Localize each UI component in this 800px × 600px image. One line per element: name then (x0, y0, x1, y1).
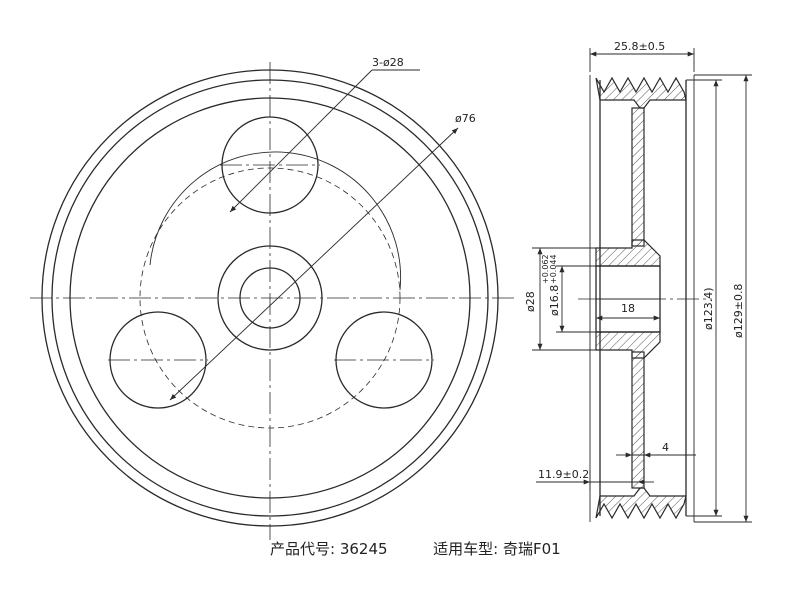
width-dimension-label: 25.8±0.5 (614, 40, 665, 53)
bore-tolerance-lower: +0.044 (549, 254, 558, 284)
holes-leader (229, 69, 373, 213)
bolt-circle-dimension-label: ø76 (455, 112, 476, 125)
hub-lower-section (595, 331, 661, 359)
bore-dimension-label: ø16.8 (548, 285, 561, 316)
offset-dimension-label: 11.9±0.2 (538, 468, 589, 481)
top-groove-section (595, 76, 687, 109)
caption: 产品代号: 36245 适用车型: 奇瑞F01 (270, 538, 561, 559)
vehicle-value: 奇瑞F01 (502, 540, 561, 558)
bolt-circle-dimension-line (169, 127, 459, 401)
hub-dimension-label: ø28 (524, 291, 537, 312)
web-thickness-label: 4 (662, 441, 669, 454)
section-view: 25.8±0.5 ø28 ø16.8 +0.062 +0.044 18 ø123… (524, 40, 752, 523)
product-code-label: 产品代号: (270, 540, 336, 558)
web-upper (631, 107, 645, 247)
web-lower (631, 351, 645, 489)
bottom-groove-section (595, 487, 687, 520)
hub-upper-section (595, 239, 661, 267)
hub-length-label: 18 (621, 302, 635, 315)
vehicle-label: 适用车型: (433, 540, 499, 558)
groove-dimension-label: ø123.4) (702, 287, 715, 330)
outer-dimension-label: ø129±0.8 (732, 284, 745, 338)
inner-arc (149, 151, 402, 291)
bore-tolerance-upper: +0.062 (541, 254, 550, 284)
product-code-value: 36245 (339, 540, 388, 558)
front-view: 3-ø28 ø76 (30, 56, 515, 540)
holes-dimension-label: 3-ø28 (372, 56, 404, 69)
